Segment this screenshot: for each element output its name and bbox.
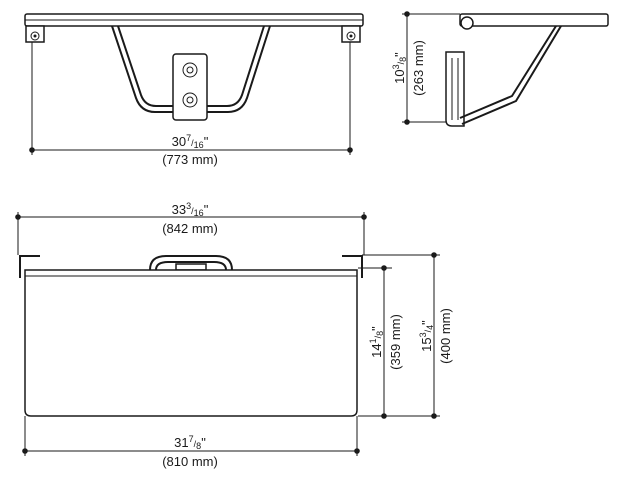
dim-label-seat-depth: 141/8" [368,326,385,358]
dim-label-side-height: 103/8" [391,52,408,84]
dim-label-seat-width: 317/8" [174,434,206,451]
dim-label-overall-width: 333/16" [172,201,209,218]
wall-plate [172,53,208,121]
dim-label-overall-width-mm: (842 mm) [162,221,218,236]
dim-label-side-height-mm: (263 mm) [411,40,426,96]
dim-label-seat-depth-mm: (359 mm) [388,314,403,370]
dim-label-seat-width-mm: (810 mm) [162,454,218,469]
left-bracket [25,25,45,43]
side-seat [459,13,609,27]
plan-view [15,212,440,456]
dim-label-top-width: 307/16" [172,133,209,150]
dim-label-overall-depth-mm: (400 mm) [438,308,453,364]
hinge-pin [460,16,474,30]
front-view [24,13,364,155]
dim-label-top-width-mm: (773 mm) [162,152,218,167]
side-view [402,11,609,127]
dim-label-overall-depth: 153/4" [418,320,435,352]
seat-board [24,269,358,417]
side-support [459,25,557,119]
handle-loop [149,255,233,271]
right-bracket [341,25,361,43]
